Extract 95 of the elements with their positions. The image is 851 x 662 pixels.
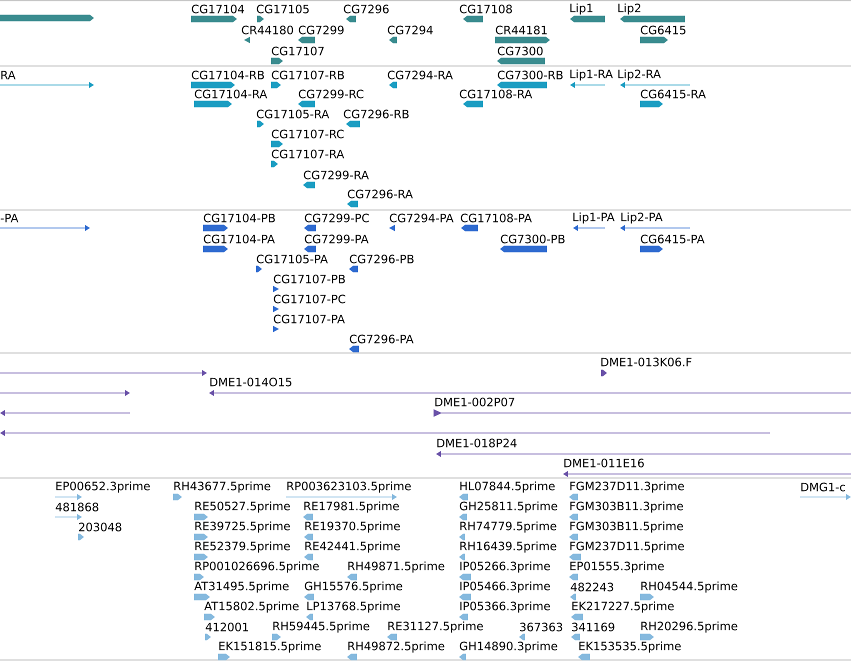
feature-label: CG7296-RB [344,110,409,118]
feature-label: RH43677.5prime [174,481,270,493]
feature-label: RE50527.5prime [195,501,290,513]
feature-label: CG7300-PB [500,234,565,244]
feature-label: IP05266.3prime [460,561,550,573]
feature-label: -PA [0,214,18,222]
feature-label: CG7299-PA [304,234,369,244]
feature-label: RH49872.5prime [348,641,444,653]
feature-label: DMG1-c [801,482,845,492]
feature-label: RP003623103.5prime [287,481,411,493]
feature-label: Lip2-PA [621,212,663,224]
feature-label: FGM303B11.3prime [570,501,683,513]
feature-label: GH14890.3prime [460,641,558,653]
feature-label: Lip2-RA [618,69,661,81]
feature-label: CG17108-RA [460,90,532,98]
feature-label: RH04544.5prime [641,581,738,593]
feature-label: RE42441.5prime [305,541,400,553]
feature-label: 341169 [572,622,614,632]
feature-label: RH59445.5prime [273,621,370,633]
feature-label: RE17981.5prime [304,501,399,513]
feature-label: CG17107-PB [274,274,345,284]
feature-label: 203048 [79,522,122,532]
feature-label: RH49871.5prime [348,561,444,573]
feature-label: CG7294-PA [390,214,454,222]
feature-label: CG17105-RA [256,110,330,118]
feature-label: HL07844.5prime [460,481,555,493]
feature-label: RE52379.5prime [195,541,290,553]
feature-label: 481868 [56,502,98,512]
feature-label: CG7299-PC [304,214,369,222]
feature-label: CG17107-RA [272,150,344,158]
feature-label: CG17104-PB [204,214,275,222]
feature-label: CG17104 [192,4,244,14]
feature-label: Lip2 [618,3,640,15]
feature-label: DME1-018P24 [437,438,517,448]
feature-label: CG7294-RA [388,70,453,80]
feature-label: CG7294 [388,26,433,34]
feature-label: IP05366.3prime [460,601,550,613]
feature-label: CG17104-RA [194,90,268,98]
feature-label: CG6415 [640,26,686,34]
feature-label: EK153535.5prime [579,641,681,653]
feature-label: CG6415-RA [640,90,706,98]
feature-label: 412001 [206,622,248,632]
feature-label: IP05466.3prime [460,581,550,593]
feature-label: CG7296-RA [348,190,413,198]
feature-label: RE39725.5prime [195,521,290,533]
feature-label: FGM237D11.3prime [570,481,684,493]
feature-label: DME1-014O15 [210,378,292,386]
feature-label: GH25811.5prime [460,501,558,513]
feature-label: AT31495.5prime [194,581,289,593]
feature-label: CG17107 [272,46,324,56]
feature-label: CR44180 [242,26,294,34]
feature-label: Lip1-RA [570,69,613,81]
feature-label: CG17108-PA [460,214,532,222]
feature-label: CG17107-PC [274,294,346,304]
feature-label: RH16439.5prime [460,541,556,553]
feature-label: CG7299-RC [298,90,364,98]
feature-label: EK217227.5prime [572,601,674,613]
feature-label: CG17107-RB [272,70,344,80]
feature-label: EP00652.3prime [56,481,150,493]
feature-label: RH20296.5prime [641,621,738,633]
feature-label: CG7299 [298,26,344,34]
feature-label: EP01555.3prime [570,561,664,573]
feature-label: CG7296-PB [350,254,414,264]
feature-label: DME1-011E16 [564,458,644,468]
feature-label: FGM237D11.5prime [570,541,684,553]
feature-label: CG17105 [256,4,309,14]
feature-label: 367363 [520,622,562,632]
feature-label: CG7300 [498,46,543,56]
feature-label: RE19370.5prime [305,521,400,533]
feature-label: CG17108 [460,4,512,14]
feature-label: RE31127.5prime [388,621,483,633]
feature-label: AT15802.5prime [204,601,299,613]
feature-label: EK151815.5prime [219,641,321,653]
feature-label: RH74779.5prime [460,521,556,533]
feature-label: CG7296-PA [350,334,414,344]
feature-label: CG17104-RB [192,70,264,80]
feature-label: DME1-013K06.F [601,358,692,366]
feature-label: CG7300-RB [498,70,563,80]
feature-label: GH15576.5prime [304,581,402,593]
feature-label: CG17105-PA [256,254,328,264]
feature-label: Lip1-PA [573,212,615,224]
feature-label: 482243 [570,582,614,592]
feature-label: LP13768.5prime [307,601,400,613]
feature-label: DME1-002P07 [435,398,514,406]
feature-label: CG17104-PA [204,234,275,244]
feature-label: CG7296 [344,4,389,14]
feature-label: CG17107-RC [272,130,344,138]
feature-label: Lip1 [570,3,592,15]
feature-label: CG6415-PA [640,234,705,244]
feature-label: RA [1,70,16,80]
feature-label: RP001026696.5prime [195,561,319,573]
feature-label: FGM303B11.5prime [570,521,683,533]
feature-label: CG17107-PA [274,314,345,324]
feature-label: CG7299-RA [304,170,369,180]
feature-label: CR44181 [496,26,547,34]
